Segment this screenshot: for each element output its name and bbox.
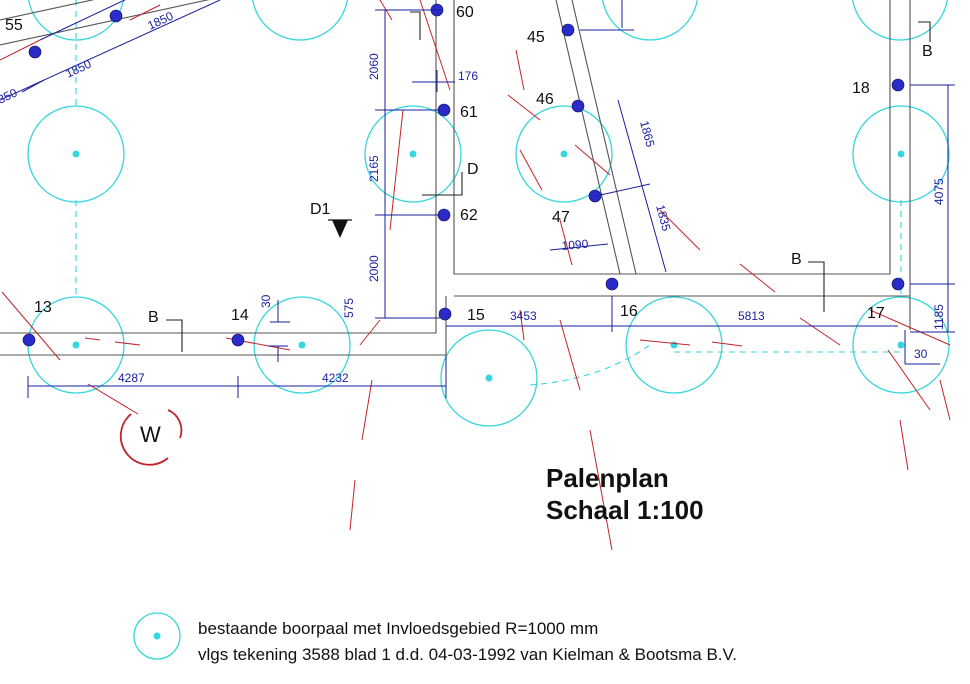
section-label: D xyxy=(467,161,479,178)
existing-pile-circle xyxy=(440,329,538,427)
new-pile-45 xyxy=(561,23,575,37)
dimension-label: 1850 xyxy=(63,57,93,81)
existing-pile-circle xyxy=(252,0,348,41)
section-label: B xyxy=(148,309,159,326)
dimension-label: 2000 xyxy=(367,255,381,282)
level-label: D1 xyxy=(310,201,331,218)
pile-label: 55 xyxy=(5,17,23,34)
pile-label: 62 xyxy=(460,207,478,224)
new-pile-13 xyxy=(22,333,36,347)
dimension-label: 2060 xyxy=(367,53,381,80)
existing-pile-circle xyxy=(852,0,948,41)
section-label: B xyxy=(791,251,802,268)
dimension-lines xyxy=(0,0,955,398)
level-marker-d1 xyxy=(328,219,352,238)
existing-pile-circle xyxy=(602,0,698,41)
existing-pile-circle xyxy=(625,296,723,394)
pile-label: 14 xyxy=(231,307,249,324)
dimension-label: 1835 xyxy=(653,203,674,233)
pile-label: 16 xyxy=(620,303,638,320)
dimension-label: 575 xyxy=(342,298,356,318)
legend-line-1: bestaande boorpaal met Invloedsgebied R=… xyxy=(198,619,598,638)
new-pile-18 xyxy=(891,78,905,92)
dimension-label: 4287 xyxy=(118,371,145,385)
dimension-label: 3453 xyxy=(510,309,537,323)
new-pile xyxy=(109,9,123,23)
existing-piles-group xyxy=(27,0,950,660)
new-pile-55 xyxy=(28,45,42,59)
existing-pile-circle xyxy=(28,0,124,41)
section-markers xyxy=(166,11,931,352)
dimension-label: 2165 xyxy=(367,155,381,182)
new-pile-47 xyxy=(588,189,602,203)
drawing-title: Palenplan xyxy=(546,463,669,493)
pile-label: 61 xyxy=(460,104,478,121)
existing-pile-circle xyxy=(515,105,613,203)
dimension-label: 176 xyxy=(458,69,478,83)
new-pile-17 xyxy=(891,277,905,291)
dimension-label: 1090 xyxy=(561,237,589,253)
dimension-label: 4232 xyxy=(322,371,349,385)
existing-pile-centers xyxy=(72,150,905,640)
beam-outlines xyxy=(0,0,911,356)
dimension-label: 1865 xyxy=(637,119,658,149)
existing-pile-circle xyxy=(253,296,351,394)
pile-label: 60 xyxy=(456,4,474,21)
legend-pile-circle xyxy=(133,612,181,660)
new-pile-46 xyxy=(571,99,585,113)
pile-label: 13 xyxy=(34,299,52,316)
legend-line-2: vlgs tekening 3588 blad 1 d.d. 04-03-199… xyxy=(198,645,737,664)
pile-labels: 55 60 45 B 18 176 61 46 D 62 D1 47 13 B … xyxy=(5,4,933,326)
w-label: W xyxy=(140,422,161,447)
new-pile-16 xyxy=(605,277,619,291)
pile-label: 45 xyxy=(527,29,545,46)
dimension-label: 350 xyxy=(0,85,20,106)
dimension-label: 30 xyxy=(259,294,273,308)
pile-label: 47 xyxy=(552,209,570,226)
pile-label: 18 xyxy=(852,80,870,97)
dimension-labels: 1850 1850 350 2060 2165 2000 575 30 1865… xyxy=(0,9,946,385)
dimension-label: 30 xyxy=(914,347,928,361)
new-pile-15 xyxy=(438,307,452,321)
existing-pile-circle xyxy=(364,105,462,203)
dimension-label: 5813 xyxy=(738,309,765,323)
existing-pile-links xyxy=(75,0,902,386)
w-marker: W xyxy=(119,409,183,466)
new-piles xyxy=(22,3,905,347)
dimension-label: 1185 xyxy=(932,304,946,330)
dimension-label: 4075 xyxy=(932,178,946,205)
drawing-scale: Schaal 1:100 xyxy=(546,495,704,525)
pile-label: 15 xyxy=(467,307,485,324)
section-label: B xyxy=(922,43,933,60)
new-pile-14 xyxy=(231,333,245,347)
pile-label: 17 xyxy=(867,305,885,322)
pile-label: 46 xyxy=(536,91,554,108)
